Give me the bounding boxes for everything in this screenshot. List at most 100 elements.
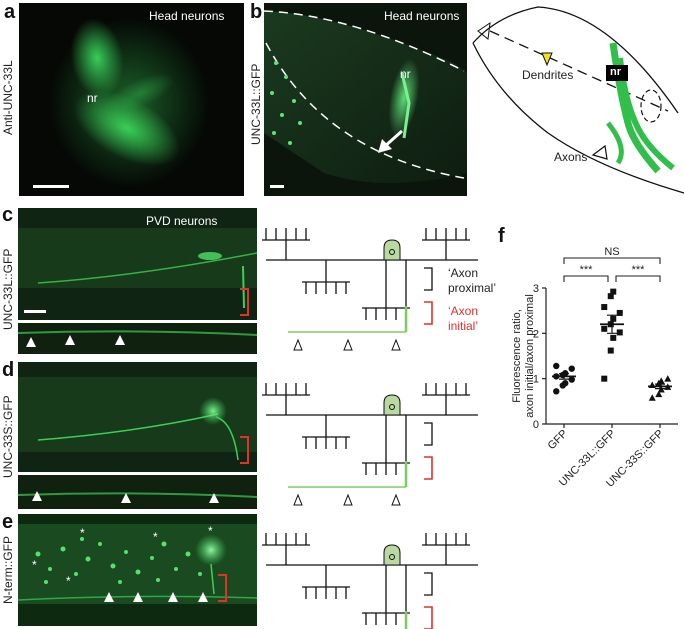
panel-b-scale-bar (270, 185, 284, 188)
data-point (610, 334, 617, 341)
axon-marker-icon (591, 144, 608, 160)
panel-d-fluorescence (18, 377, 257, 461)
panel-e-side-label: N-term::GFP (1, 536, 15, 604)
nucleus-icon (389, 554, 395, 560)
significance-label: *** (632, 264, 646, 276)
significance-label: NS (604, 246, 619, 258)
axon-proximal-label: ‘Axon proximal’ (448, 266, 497, 295)
data-point (601, 304, 608, 311)
arrowhead-icon (293, 338, 303, 351)
panel-e-micrograph: * * * * * (18, 514, 257, 626)
proximal-bracket (424, 267, 433, 291)
panel-d-strip (18, 475, 257, 509)
panel-letter-c: c (2, 204, 14, 226)
y-axis-label-line: axon initial/axon proximal (524, 294, 536, 418)
y-tick-label: 3 (533, 283, 539, 295)
initial-bracket (424, 456, 433, 480)
data-point (610, 315, 617, 322)
panel-c-side-label: UNC-33L::GFP (1, 248, 15, 330)
panel-d-red-bracket (240, 436, 249, 464)
initial-bracket (424, 301, 433, 325)
arrowhead-icon (133, 592, 143, 602)
panel-b-micrograph: Head neurons nr (264, 3, 467, 196)
panel-e-fluorescence (18, 524, 257, 604)
data-point (657, 377, 665, 384)
panel-a-scale-bar (33, 185, 69, 188)
arrowhead-icon (391, 338, 401, 351)
panel-b-fluorescence (264, 10, 467, 183)
data-point (607, 293, 614, 300)
arrowhead-icon (121, 493, 131, 503)
panel-letter-e: e (2, 511, 14, 533)
panel-b-arrow-icon (378, 129, 403, 153)
data-point (553, 388, 560, 395)
panel-d-micrograph (18, 362, 257, 472)
significance-bracket (615, 275, 661, 282)
pvd-diagram-c (262, 228, 478, 351)
x-tick-label: GFP (546, 428, 570, 452)
data-point (601, 325, 608, 332)
head-schematic (472, 6, 685, 194)
star-marker: * (66, 574, 71, 588)
sem-error-bar (559, 373, 569, 380)
y-axis-label-line: Fluorescence ratio, (511, 309, 523, 403)
arrowhead-icon (65, 335, 75, 345)
panel-a-nr-label: nr (87, 91, 98, 105)
dendrites-label: Dendrites (522, 68, 574, 82)
arrowhead-icon (168, 592, 178, 602)
panel-a-stain (49, 18, 209, 188)
star-marker: * (208, 524, 213, 538)
nucleus-icon (389, 404, 395, 410)
arrowhead-icon (115, 335, 125, 345)
data-point (664, 375, 672, 382)
proximal-bracket (424, 572, 433, 596)
panel-letter-a: a (4, 1, 16, 23)
arrowhead-icon (198, 592, 208, 602)
data-point (655, 390, 663, 398)
panel-c-title: PVD neurons (146, 214, 218, 228)
proximal-bracket (424, 422, 433, 446)
arrowhead-icon (343, 338, 353, 351)
arrowhead-icon (26, 337, 36, 347)
panel-b-nr-label: nr (400, 67, 411, 81)
panel-c-strip (18, 323, 257, 354)
data-point (616, 309, 623, 316)
panel-e-red-bracket (218, 574, 227, 602)
panel-c-red-bracket (240, 288, 249, 316)
arrowhead-icon (391, 493, 401, 506)
data-point (553, 362, 560, 370)
data-point (607, 347, 614, 354)
panel-c-scale-bar (24, 310, 46, 313)
sem-error-bar (655, 383, 665, 390)
pvd-diagram-e (262, 533, 478, 629)
panel-d-side-label: UNC-33S::GFP (1, 395, 15, 478)
panel-b-title: Head neurons (384, 9, 460, 23)
y-axis-label: Fluorescence ratio,axon initial/axon pro… (511, 294, 536, 418)
panel-b-side-label: UNC-33L::GFP (249, 63, 263, 145)
significance-bracket (563, 275, 609, 282)
data-point (648, 394, 656, 401)
head-schematic-nr: nr (610, 66, 621, 78)
y-tick-label: 0 (533, 419, 539, 431)
panel-letter-d: d (2, 359, 15, 381)
y-tick-label: 2 (533, 328, 539, 340)
panel-a-side-label: Anti-UNC-33L (1, 60, 15, 135)
pvd-neuron-diagrams (262, 228, 478, 629)
y-tick-label: 1 (533, 374, 539, 386)
panel-a-micrograph: Head neurons nr (19, 3, 244, 196)
significance-bracket (563, 257, 661, 264)
arrowhead-icon (343, 493, 353, 506)
data-point (610, 288, 617, 295)
dendrite-marker-icon (541, 52, 553, 67)
initial-bracket (424, 606, 433, 629)
panel-a-title: Head neurons (149, 9, 225, 23)
data-point (601, 375, 608, 382)
arrowhead-icon (209, 493, 219, 503)
star-marker: * (153, 530, 158, 544)
arrowhead-icon (293, 493, 303, 506)
data-point (657, 386, 665, 393)
sem-error-bar (607, 314, 617, 334)
panel-c-micrograph: PVD neurons (18, 208, 257, 320)
nucleus-icon (389, 249, 395, 255)
